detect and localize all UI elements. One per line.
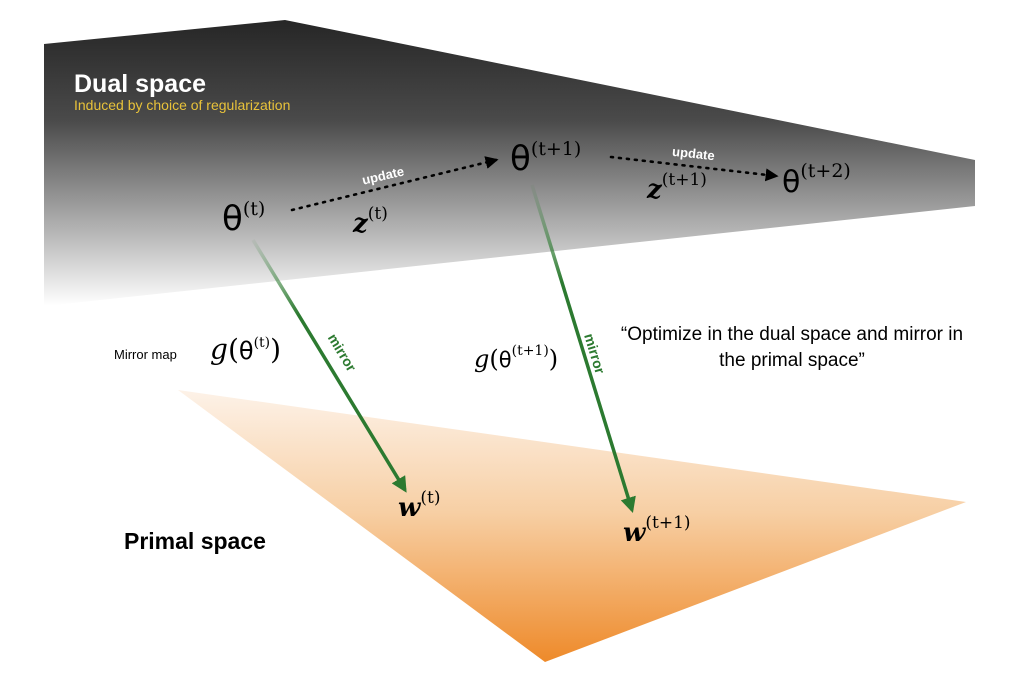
- w-t1-label: w(t+1): [623, 513, 691, 548]
- w-symbol: w: [398, 493, 421, 523]
- g-theta-t1-label: g(θ(t+1)): [474, 344, 558, 371]
- update-label-2: update: [671, 144, 715, 163]
- z-t-label: z(t): [353, 204, 388, 239]
- mirror-arrow-2: [530, 184, 636, 514]
- z-symbol: z: [647, 175, 662, 205]
- primal-space-title: Primal space: [124, 528, 266, 554]
- superscript-t: (t): [242, 198, 266, 220]
- mirror-arrow-1: [251, 239, 407, 493]
- superscript-t: (t): [367, 204, 388, 224]
- theta-symbol: θ: [498, 348, 512, 372]
- g-symbol: g: [210, 333, 228, 366]
- w-symbol: w: [623, 518, 646, 548]
- quote-text: “Optimize in the dual space and mirror i…: [620, 324, 964, 371]
- primal-space-region: [178, 390, 966, 662]
- update-arrow-1: [290, 156, 499, 212]
- mirror-map-label: Mirror map: [114, 347, 177, 362]
- superscript-t1: (t+1): [645, 513, 691, 533]
- z-t1-label: z(t+1): [647, 170, 707, 205]
- superscript-t2: (t+2): [800, 160, 851, 182]
- z-symbol: z: [353, 209, 368, 239]
- superscript-t1: (t+1): [661, 170, 707, 190]
- dual-space-region: [44, 20, 975, 306]
- theta-t1-node: θ(t+1): [510, 138, 582, 179]
- close-paren: ): [548, 345, 559, 373]
- superscript-t: (t): [420, 488, 441, 508]
- update-arrow-2: [609, 155, 779, 182]
- superscript-t1: (t+1): [530, 138, 582, 160]
- open-paren: (: [489, 345, 499, 373]
- theta-t-node: θ(t): [222, 198, 266, 239]
- superscript-t: (t): [253, 335, 271, 351]
- theta-symbol: θ: [238, 337, 254, 365]
- dual-space-subtitle: Induced by choice of regularization: [74, 97, 291, 113]
- theta-symbol: θ: [510, 139, 531, 179]
- g-theta-t-label: g(θ(t)): [210, 336, 281, 364]
- theta-symbol: θ: [222, 199, 243, 239]
- g-symbol: g: [474, 345, 490, 373]
- open-paren: (: [227, 333, 239, 366]
- superscript-t1: (t+1): [511, 343, 549, 359]
- w-t-label: w(t): [398, 488, 441, 523]
- theta-symbol: θ: [782, 165, 801, 200]
- dual-space-title: Dual space: [74, 70, 207, 98]
- close-paren: ): [270, 333, 282, 366]
- theta-t2-node: θ(t+2): [782, 162, 851, 198]
